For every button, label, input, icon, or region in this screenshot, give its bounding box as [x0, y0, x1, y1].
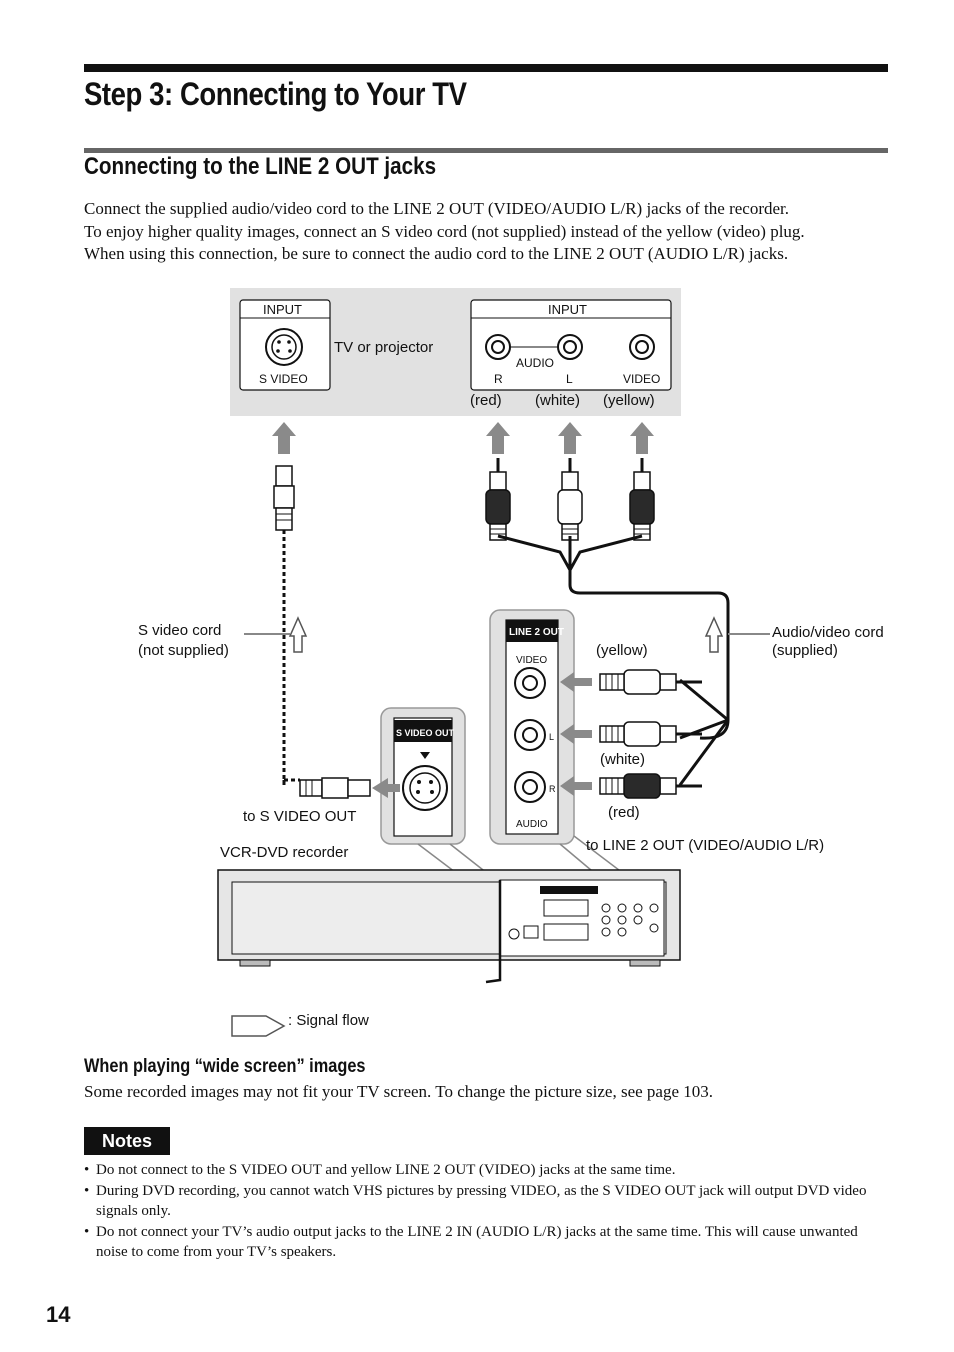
tv-audio-label: AUDIO — [516, 356, 555, 370]
notes-badge: Notes — [84, 1127, 170, 1155]
panel-l-label: L — [549, 732, 555, 742]
tv-input-label: INPUT — [263, 302, 302, 317]
note-item: Do not connect to the S VIDEO OUT and ye… — [84, 1160, 890, 1181]
diagram-graphics — [217, 288, 770, 1037]
white-label: (white) — [535, 392, 581, 409]
svideo-cord-label: S video cord — [138, 622, 222, 639]
panel-audio-label: AUDIO — [516, 819, 548, 830]
note-item: Do not connect your TV’s audio output ja… — [84, 1222, 890, 1263]
section-rule — [84, 148, 888, 153]
panel-video-label: VIDEO — [516, 655, 548, 666]
signal-flow-label: : Signal flow — [288, 1012, 369, 1029]
signal-flow-symbol — [231, 1015, 286, 1037]
page-number: 14 — [46, 1302, 71, 1327]
tv-svideo-label: S VIDEO — [259, 372, 308, 386]
not-supplied-label: (not supplied) — [138, 642, 229, 659]
intro-paragraph: Connect the supplied audio/video cord to… — [84, 198, 890, 266]
title-rule — [84, 64, 888, 72]
supplied-label: (supplied) — [772, 642, 838, 659]
intro-line: Connect the supplied audio/video cord to… — [84, 199, 790, 218]
av-cord-label: Audio/video cord — [772, 624, 884, 641]
connection-diagram: INPUT S VIDEO TV or projector INPUT AUDI… — [0, 280, 954, 1040]
intro-line: To enjoy higher quality images, connect … — [84, 221, 805, 241]
to-line2out-label: to LINE 2 OUT (VIDEO/AUDIO L/R) — [586, 837, 825, 854]
yellow-label: (yellow) — [603, 392, 655, 409]
widescreen-text: Some recorded images may not fit your TV… — [84, 1082, 714, 1101]
tv-video-label: VIDEO — [623, 372, 661, 386]
yellow-plug-label: (yellow) — [596, 642, 648, 659]
svideo-out-panel-label: S VIDEO OUT — [396, 728, 455, 738]
widescreen-heading: When playing “wide screen” images — [84, 1056, 366, 1077]
line2out-panel-label: LINE 2 OUT — [509, 627, 565, 638]
section-heading: Connecting to the LINE 2 OUT jacks — [84, 153, 437, 180]
recorder-label: VCR-DVD recorder — [220, 844, 349, 861]
page-title: Step 3: Connecting to Your TV — [84, 76, 467, 112]
notes-list: Do not connect to the S VIDEO OUT and ye… — [84, 1160, 890, 1263]
tv-input-label-right: INPUT — [548, 302, 587, 317]
white-plug-label: (white) — [600, 751, 646, 768]
red-plug-label: (red) — [608, 804, 640, 821]
note-item: During DVD recording, you cannot watch V… — [84, 1181, 890, 1222]
to-svideo-out-label: to S VIDEO OUT — [243, 808, 357, 825]
tv-or-projector-label: TV or projector — [334, 339, 434, 356]
tv-r-label: R — [494, 372, 503, 386]
intro-line: When using this connection, be sure to c… — [84, 244, 789, 263]
panel-r-label: R — [549, 784, 556, 794]
red-label: (red) — [470, 392, 502, 409]
tv-l-label: L — [566, 372, 573, 386]
